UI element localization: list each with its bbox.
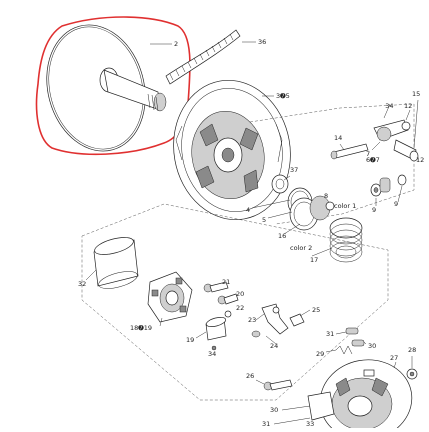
- label-part-24: 24: [270, 342, 278, 350]
- highlight-outline: [35, 16, 191, 156]
- label-part-19: 19: [186, 336, 194, 344]
- label-part-3-5: 3➐5: [276, 92, 290, 100]
- bolts-part: [203, 281, 239, 318]
- label-part-37: 37: [290, 166, 298, 174]
- label-part-14: 14: [334, 134, 342, 142]
- drive-belt-part: [165, 29, 256, 85]
- fixed-sheave-part: [46, 24, 172, 152]
- slider-parts: [335, 327, 365, 355]
- small-bushing-part: [205, 316, 227, 351]
- hub-part: [147, 271, 193, 323]
- label-part-34a: 34: [384, 102, 394, 110]
- movable-sheave-part: [173, 79, 291, 221]
- bushing-part: [93, 237, 139, 289]
- rollers-part: [370, 174, 407, 197]
- label-color-2: color 2: [290, 244, 312, 252]
- label-part-33: 33: [306, 420, 314, 428]
- label-part-9a: 9: [372, 206, 376, 214]
- label-part-20: 20: [236, 290, 244, 298]
- label-part-36: 36: [258, 38, 266, 46]
- label-part-15: 15: [412, 90, 420, 98]
- label-part-12a: 12: [404, 102, 412, 110]
- label-part-29: 29: [316, 350, 324, 358]
- label-part-25: 25: [312, 306, 320, 314]
- bolt-26-part: [263, 379, 293, 391]
- label-part-17: 17: [310, 256, 318, 264]
- spider-cover-part: [307, 359, 413, 432]
- washers-part: [271, 174, 335, 231]
- label-part-31: 31: [326, 330, 334, 338]
- label-part-26: 26: [246, 372, 254, 380]
- spring-part: [329, 217, 363, 263]
- label-part-7: 7: [366, 150, 370, 158]
- label-part-30a: 30: [368, 342, 376, 350]
- label-part-23: 23: [248, 316, 256, 324]
- label-part-5: 5: [262, 216, 266, 224]
- lever-assembly-part: [330, 119, 419, 162]
- label-part-32: 32: [78, 280, 86, 288]
- subassembly-box-upper: [249, 103, 415, 225]
- label-part-31b: 31: [262, 420, 270, 428]
- label-part-9b: 9: [394, 200, 398, 208]
- label-part-6-7: 6➐7: [366, 156, 380, 164]
- label-part-21: 21: [222, 278, 230, 286]
- leader-lines: [85, 99, 419, 425]
- label-part-30b: 30: [270, 406, 278, 414]
- label-part-27: 27: [390, 354, 398, 362]
- label-part-16: 16: [278, 232, 286, 240]
- label-color-1: color 1: [334, 202, 356, 210]
- ramp-part: [251, 303, 305, 338]
- label-part-2: 2: [174, 40, 178, 48]
- label-part-18-19: 18➐19: [130, 324, 152, 332]
- label-part-8: 8: [324, 192, 328, 200]
- label-part-28: 28: [408, 346, 416, 354]
- label-part-4: 4: [246, 206, 250, 214]
- label-part-34b: 34: [208, 350, 216, 358]
- subassembly-box-lower: [81, 203, 389, 401]
- label-part-22: 22: [236, 304, 244, 312]
- label-part-12b: 12: [416, 156, 424, 164]
